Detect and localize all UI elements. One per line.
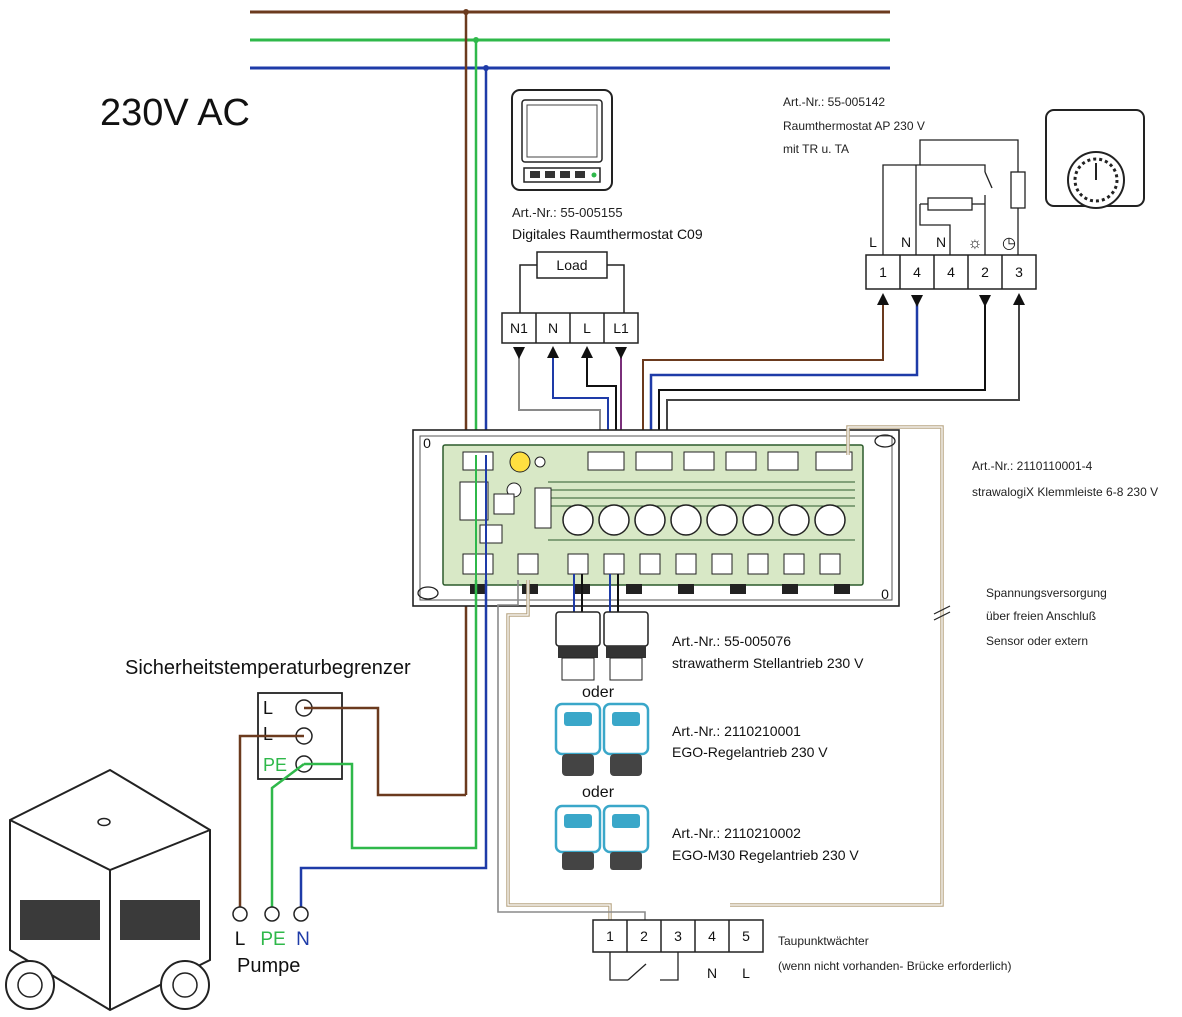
supply-note-line2: über freien Anschluß [986, 609, 1096, 623]
ap-terminal-4b: 4 [947, 264, 955, 280]
c09-terminal-l1: L1 [613, 320, 629, 336]
thermostat-ap-art-nr: Art.-Nr.: 55-005142 [783, 95, 885, 109]
strawatherm-art-nr: Art.-Nr.: 55-005076 [672, 633, 791, 649]
dewpoint-label-n: N [707, 965, 717, 981]
actuators: Art.-Nr.: 55-005076 strawatherm Stellant… [554, 574, 864, 870]
pump-label-pe: PE [260, 929, 285, 950]
clock-icon: ◷ [1002, 235, 1016, 252]
load-label: Load [556, 257, 587, 273]
board-corner-tl: 0 [423, 435, 431, 451]
dewpoint-terminal-3: 3 [674, 928, 682, 944]
ap-terminal-2: 2 [981, 264, 989, 280]
stb-label-pe: PE [263, 755, 287, 775]
thermostat-ap-sub: mit TR u. TA [783, 142, 849, 156]
ego-name: EGO-Regelantrieb 230 V [672, 744, 828, 760]
or-label-1: oder [582, 684, 615, 701]
stb-title: Sicherheitstemperaturbegrenzer [125, 657, 411, 679]
c09-terminal-l: L [583, 320, 591, 336]
supply-bus: 230V AC [100, 9, 890, 795]
klemmleiste: 0 0 0 0 [412, 429, 1158, 607]
sun-icon: ☼ [968, 235, 983, 252]
thermostat-c09-art-nr: Art.-Nr.: 55-005155 [512, 205, 623, 220]
supply-title: 230V AC [100, 92, 250, 134]
dewpoint-terminal-4: 4 [708, 928, 716, 944]
dewpoint-terminal-2: 2 [640, 928, 648, 944]
pump-label-l: L [235, 929, 246, 950]
dewpoint-monitor: 1 2 3 4 5 N L Taupunktwächter (wenn nich… [592, 919, 1011, 981]
thermostat-ap: Art.-Nr.: 55-005142 Raumthermostat AP 23… [783, 95, 1145, 290]
ego-m30-art-nr: Art.-Nr.: 2110210002 [672, 825, 801, 841]
thermostat-c09-name: Digitales Raumthermostat C09 [512, 226, 703, 242]
ap-label-n1: N [901, 234, 911, 250]
or-label-2: oder [582, 784, 615, 801]
strawatherm-actuator-icon [555, 611, 649, 681]
dewpoint-note: (wenn nicht vorhanden- Brücke erforderli… [778, 959, 1011, 973]
ego-m30-name: EGO-M30 Regelantrieb 230 V [672, 847, 859, 863]
ap-label-l: L [869, 234, 877, 250]
ap-label-n2: N [936, 234, 946, 250]
thermostat-wires [513, 293, 1025, 455]
c09-terminal-n1: N1 [510, 320, 528, 336]
supply-note-line1: Spannungsversorgung [986, 586, 1107, 600]
stb: Sicherheitstemperaturbegrenzer L L PE [125, 657, 411, 780]
c09-terminal-n: N [548, 320, 558, 336]
stb-label-l2: L [263, 724, 273, 744]
ego-m30-actuator-icon [554, 804, 650, 870]
dewpoint-wires [497, 580, 646, 920]
thermostat-c09-screen [521, 99, 603, 163]
ego-actuator-icon [554, 702, 650, 776]
dewpoint-terminal-5: 5 [742, 928, 750, 944]
ap-terminal-4a: 4 [913, 264, 921, 280]
thermostat-ap-name: Raumthermostat AP 230 V [783, 119, 925, 133]
klemmleiste-art-nr: Art.-Nr.: 2110110001-4 [972, 459, 1093, 473]
dewpoint-name: Taupunktwächter [778, 934, 869, 948]
sensor-supply: Spannungsversorgung über freien Anschluß… [730, 425, 1107, 907]
dewpoint-label-l: L [742, 965, 750, 981]
klemmleiste-name: strawalogiX Klemmleiste 6-8 230 V [972, 485, 1158, 499]
pump-icon [5, 768, 211, 1012]
board-corner-br: 0 [881, 586, 889, 602]
ego-art-nr: Art.-Nr.: 2110210001 [672, 723, 801, 739]
ap-terminal-3: 3 [1015, 264, 1023, 280]
thermostat-c09: Art.-Nr.: 55-005155 Digitales Raumthermo… [501, 89, 703, 344]
pump-label-n: N [296, 929, 310, 950]
ap-terminal-1: 1 [879, 264, 887, 280]
pump-wires [238, 455, 488, 910]
stb-label-l1: L [263, 698, 273, 718]
dewpoint-terminal-1: 1 [606, 928, 614, 944]
supply-note-line3: Sensor oder extern [986, 634, 1088, 648]
pump-name: Pumpe [237, 955, 300, 977]
strawatherm-name: strawatherm Stellantrieb 230 V [672, 655, 864, 671]
pump: L PE N Pumpe [5, 768, 310, 1012]
